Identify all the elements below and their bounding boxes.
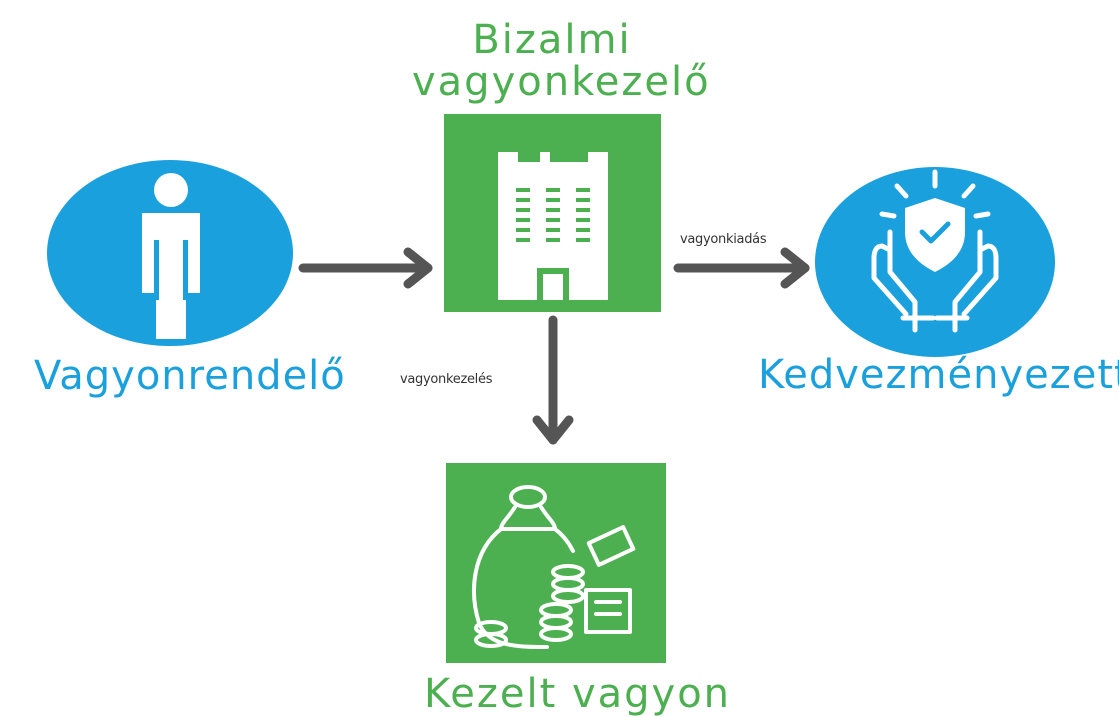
trustee-label-line2: vagyonkezelő <box>412 59 711 105</box>
arrow-trustee-to-assets <box>532 315 574 445</box>
office-building-icon <box>498 152 608 300</box>
settlor-label: Vagyonrendelő <box>34 353 346 399</box>
protected-hands-icon <box>871 169 999 333</box>
beneficiary-label: Kedvezményezett <box>758 352 1119 398</box>
managed-assets-label: Kezelt vagyon <box>424 671 732 717</box>
edge-label-payout: vagyonkiadás <box>680 232 767 247</box>
edge-label-management: vagyonkezelés <box>400 372 493 387</box>
settlor-node <box>47 160 293 346</box>
arrow-settlor-to-trustee <box>298 247 433 289</box>
money-bag-icon <box>472 485 636 649</box>
trustee-node <box>444 114 661 312</box>
trustee-label-line1: Bizalmi <box>472 17 632 63</box>
beneficiary-node <box>815 167 1055 357</box>
arrow-trustee-to-beneficiary <box>673 247 810 289</box>
person-icon <box>142 173 200 339</box>
managed-assets-node <box>446 463 666 663</box>
